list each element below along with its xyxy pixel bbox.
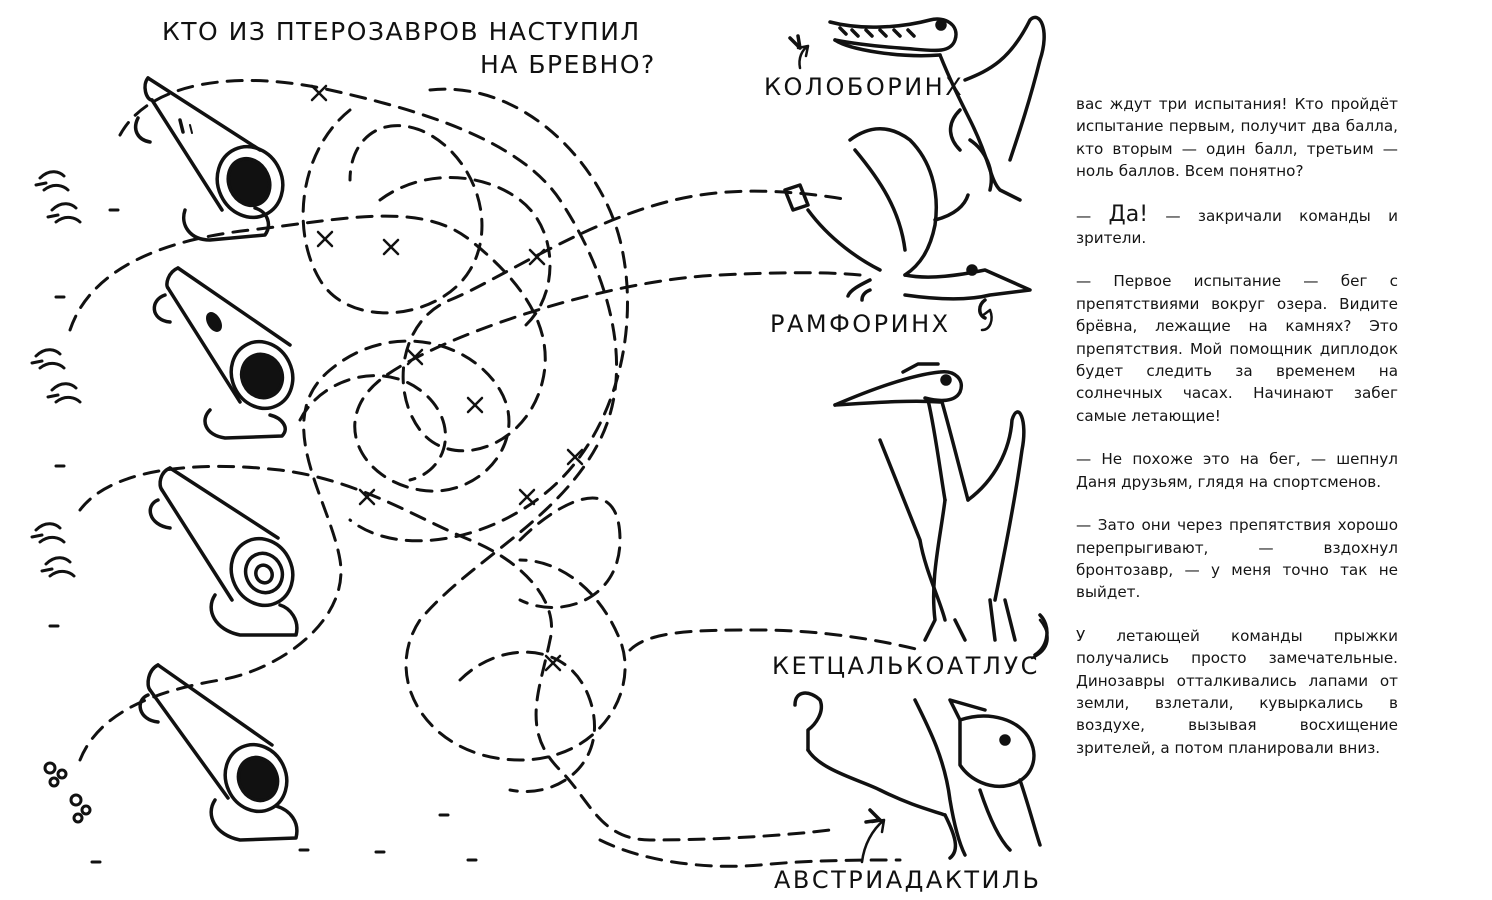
log-1 [133, 76, 285, 242]
log-4 [138, 663, 299, 842]
story-paragraph-2: — Да! — закричали команды и зрители. [1076, 201, 1399, 250]
label-arrows [796, 44, 1049, 864]
dialogue-dash: — [1076, 206, 1109, 225]
footprints [30, 170, 92, 824]
log-2 [152, 266, 295, 440]
story-paragraph-5: — Зато они через препятствия хорошо пере… [1076, 516, 1398, 602]
story-text: вас ждут три испытания! Кто пройдёт испы… [1076, 93, 1398, 780]
dialogue-rest: — закричали команды и зрители. [1076, 206, 1399, 248]
label-coloborhynchus: КОЛОБОРИНХ [764, 73, 965, 101]
rhamphorhynchus-illustration [783, 127, 1032, 320]
exclamation-yes: Да! [1108, 201, 1149, 227]
story-paragraph-3: — Первое испытание — бег с препятствиями… [1076, 272, 1398, 425]
puzzle-title-line-1: КТО ИЗ ПТЕРОЗАВРОВ НАСТУПИЛ [162, 17, 641, 46]
puzzle-title: КТО ИЗ ПТЕРОЗАВРОВ НАСТУПИЛ НА БРЕВНО? [162, 16, 656, 81]
story-paragraph-1: вас ждут три испытания! Кто пройдёт испы… [1076, 95, 1398, 181]
story-paragraph-4: — Не похоже это на бег, — шепнул Даня др… [1076, 450, 1398, 491]
small-dashes [48, 208, 478, 864]
maze-crosses [310, 84, 584, 672]
log-3 [148, 466, 299, 637]
austriadactylus-illustration [793, 691, 1042, 860]
quetzalcoatlus-illustration [833, 362, 1049, 657]
story-paragraph-6: У летающей команды прыжки получались про… [1076, 626, 1398, 757]
label-austriadactylus: АВСТРИАДАКТИЛЬ [774, 866, 1042, 894]
label-rhamphorhynchus: РАМФОРИНХ [770, 310, 951, 338]
maze-paths [68, 78, 922, 868]
puzzle-title-line-2: НА БРЕВНО? [480, 49, 656, 79]
maze-illustration [30, 15, 1049, 868]
coloborhynchus-illustration [788, 15, 1046, 202]
label-quetzalcoatlus: КЕТЦАЛЬКОАТЛУС [772, 652, 1040, 680]
